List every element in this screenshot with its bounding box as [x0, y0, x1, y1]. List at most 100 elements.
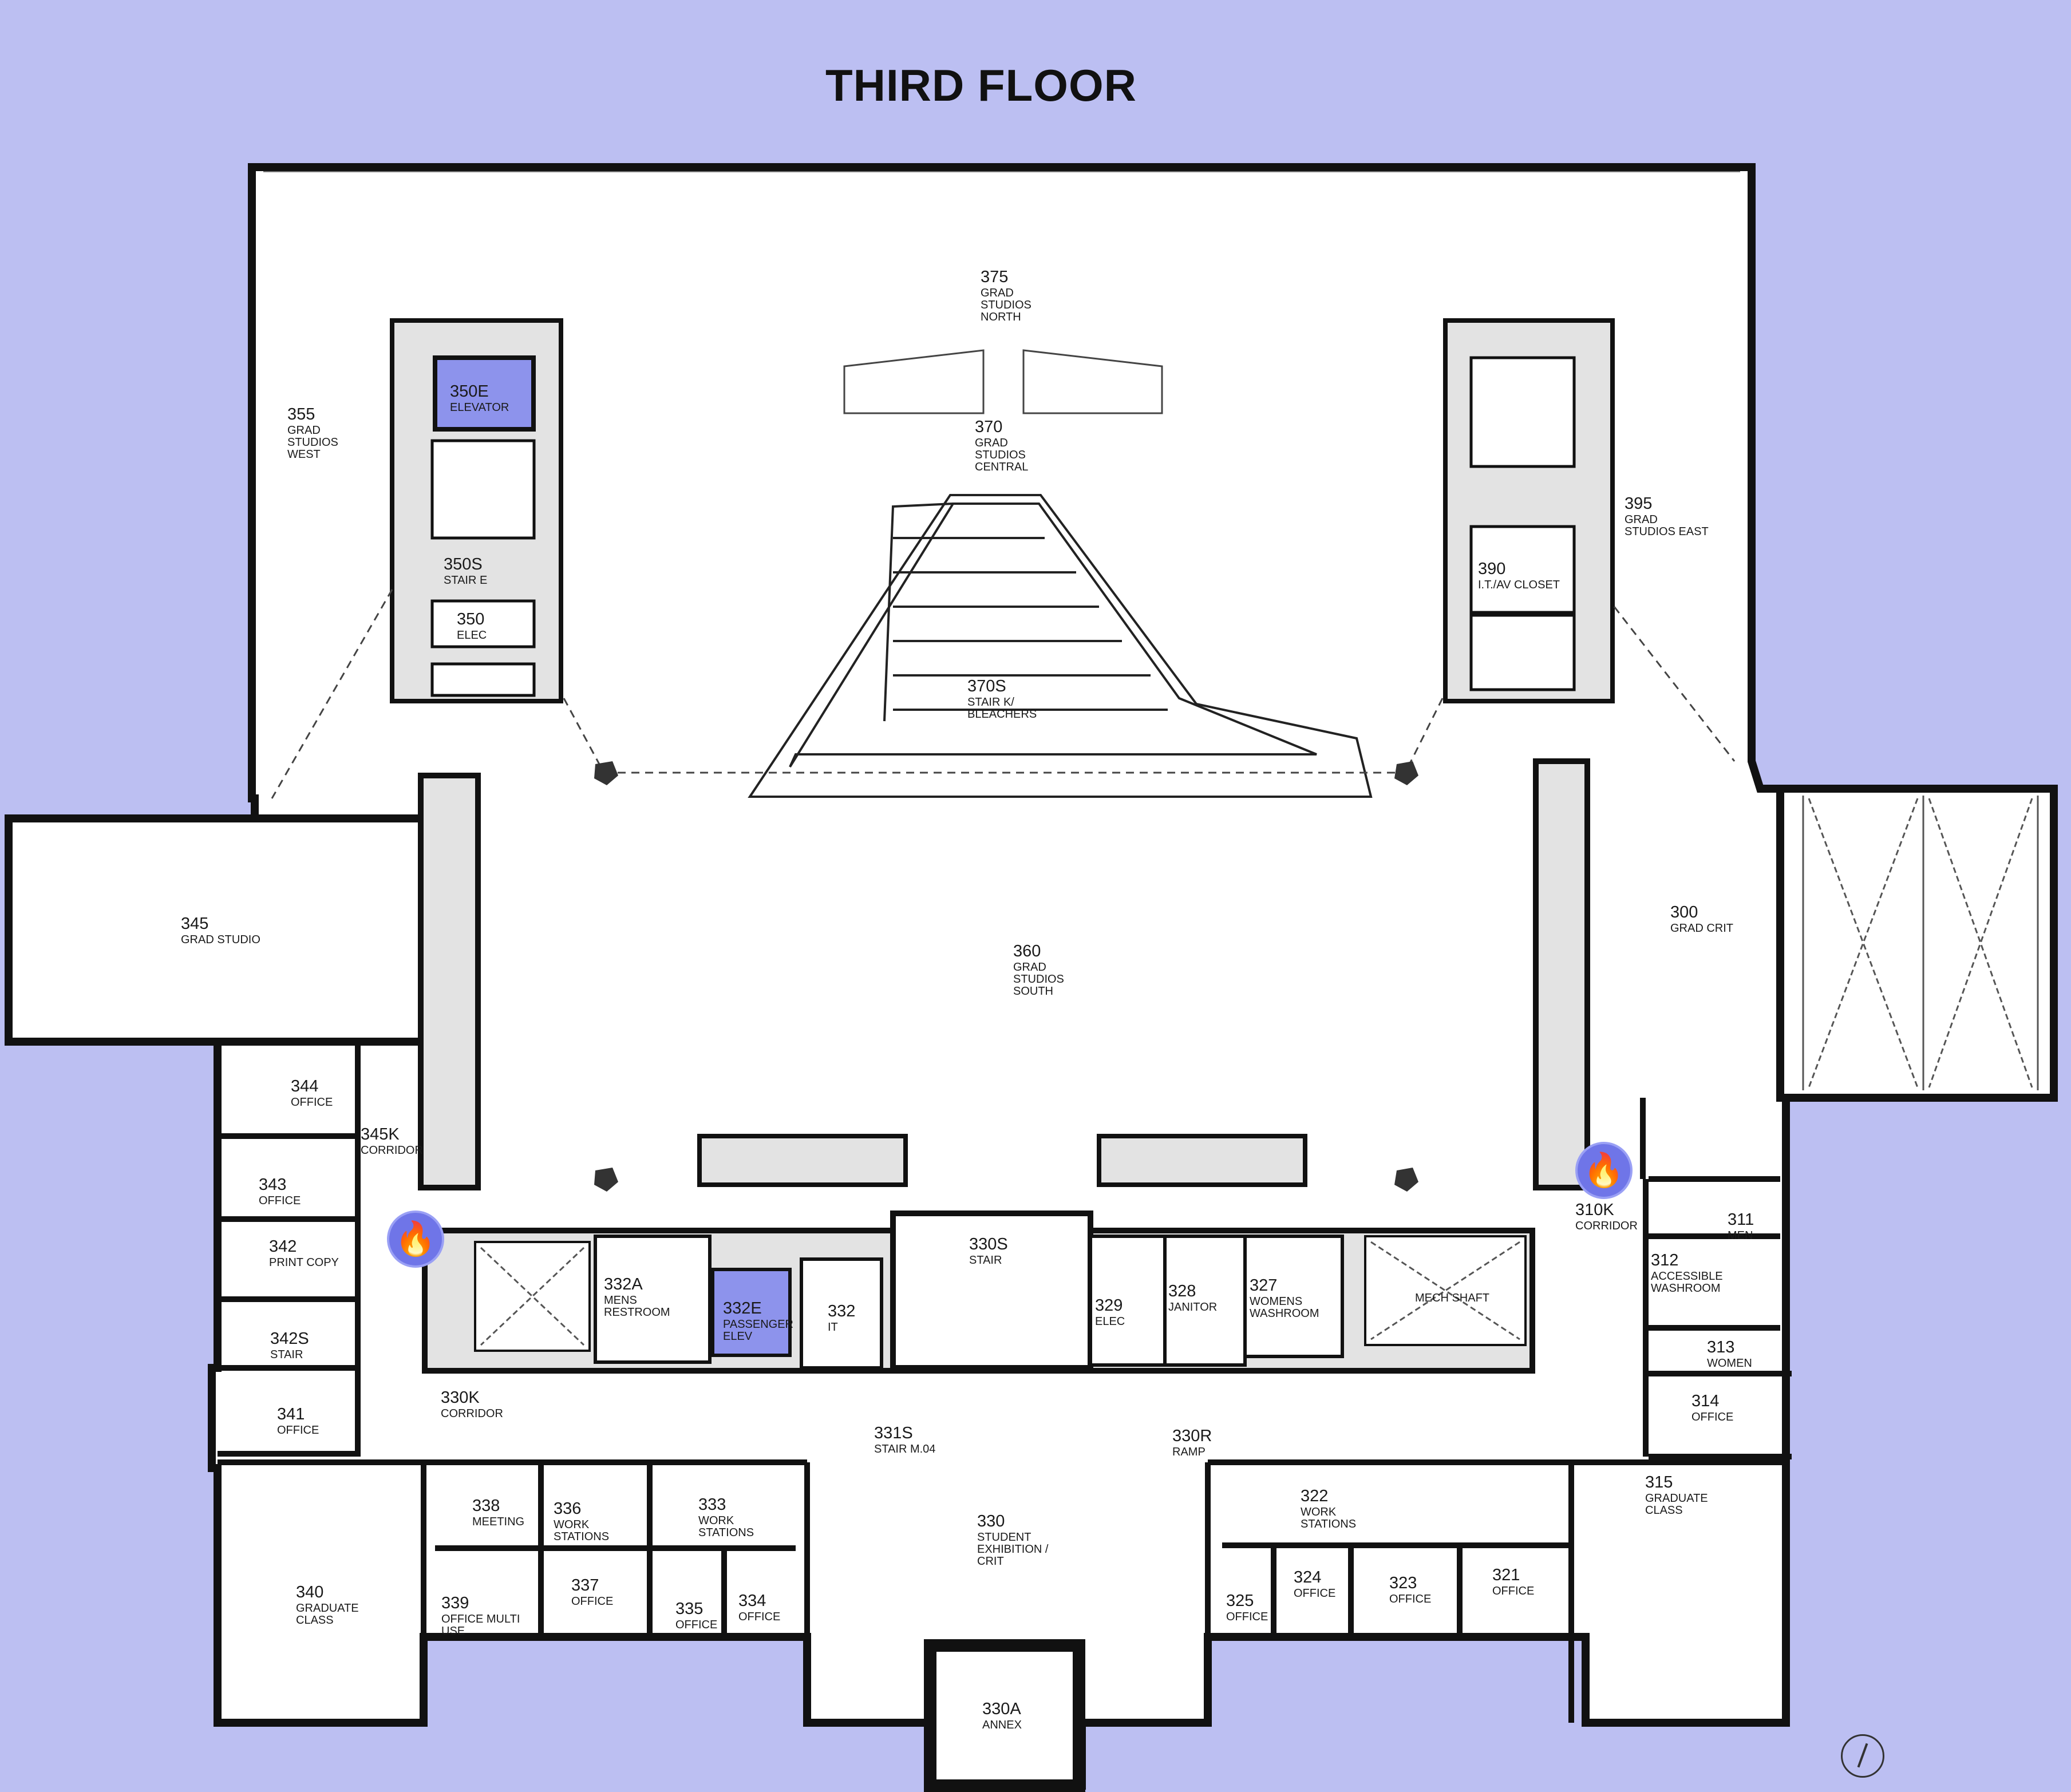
extension-bays	[1802, 796, 2039, 1090]
room-number: 345K	[361, 1125, 400, 1144]
room-number: 350E	[450, 382, 489, 401]
room-number: 314	[1691, 1392, 1720, 1410]
room-name: GRADUATE CLASS	[296, 1602, 359, 1627]
room-number: 390	[1478, 560, 1506, 578]
room-number: 315	[1645, 1473, 1673, 1492]
room-number: 395	[1625, 495, 1653, 513]
room-number: 330S	[969, 1235, 1008, 1253]
west-offices	[212, 1042, 361, 1457]
room-number: 329	[1095, 1296, 1123, 1315]
fire-extinguisher-icon[interactable]: 🔥	[387, 1211, 444, 1268]
room-name: OFFICE	[259, 1194, 301, 1207]
room-number: 344	[291, 1077, 319, 1095]
room-name: STAIR K/ BLEACHERS	[967, 696, 1037, 721]
mech-shaft[interactable]: MECH SHAFT	[1415, 1291, 1489, 1304]
room-name: STAIR	[270, 1348, 303, 1361]
room-number: 331S	[874, 1424, 913, 1442]
room-number: 312	[1651, 1251, 1679, 1269]
room-name: GRAD STUDIOS SOUTH	[1013, 961, 1064, 998]
room-name: WOMENS WASHROOM	[1250, 1295, 1319, 1320]
room-name: OFFICE	[1294, 1587, 1336, 1600]
room-name: JANITOR	[1168, 1301, 1218, 1314]
room-number: 311	[1728, 1211, 1754, 1229]
room-name: OFFICE	[291, 1096, 333, 1109]
west-core	[390, 318, 563, 703]
shaft-crosses	[480, 1241, 1520, 1346]
room-number: 332	[828, 1302, 856, 1320]
room-name: ELEVATOR	[450, 401, 509, 414]
room-number: 328	[1168, 1282, 1196, 1300]
room-name: MEETING	[472, 1516, 525, 1528]
room-name: WORK STATIONS	[698, 1514, 754, 1539]
fire-extinguisher-icon[interactable]: 🔥	[1575, 1142, 1633, 1199]
room-name: CORRIDOR	[361, 1144, 423, 1157]
room-name: MEN	[1728, 1229, 1753, 1242]
room-name: STAIR	[969, 1254, 1002, 1267]
room-name: GRADUATE CLASS	[1645, 1492, 1708, 1517]
annex-330A	[924, 1639, 1085, 1792]
room-number: 370	[975, 418, 1003, 436]
room-name: CORRIDOR	[441, 1407, 503, 1420]
room-number: 321	[1492, 1566, 1520, 1584]
overhead-lines	[271, 589, 1736, 799]
room-number: 327	[1250, 1276, 1278, 1295]
room-name: STUDENT EXHIBITION / CRIT	[977, 1531, 1049, 1568]
room-name: IT	[828, 1321, 838, 1334]
room-name: OFFICE	[738, 1611, 781, 1623]
east-service-strip	[1533, 758, 1590, 1190]
east-core	[1443, 318, 1615, 703]
room-name: WOMEN	[1707, 1357, 1752, 1370]
room-name: RAMP	[1172, 1446, 1206, 1458]
